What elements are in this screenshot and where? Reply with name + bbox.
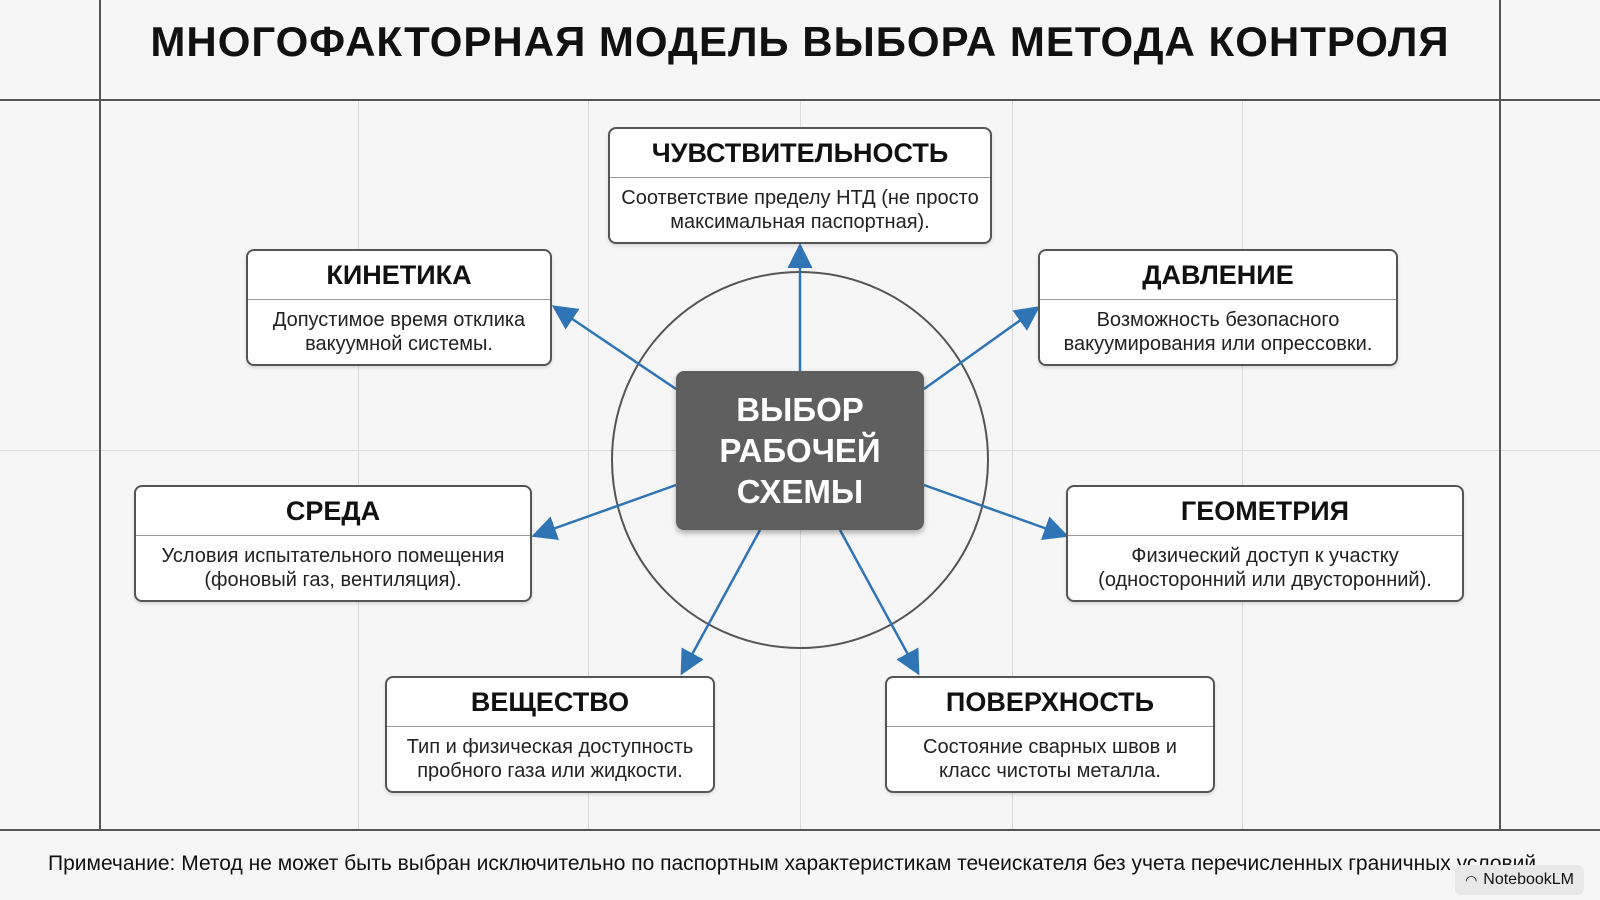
arrow-to-geometry bbox=[923, 483, 1069, 541]
factor-environment: СРЕДА Условия испытательного помещения (… bbox=[134, 485, 532, 602]
frame-line bbox=[0, 829, 1600, 831]
factor-title: КИНЕТИКА bbox=[248, 251, 550, 300]
factor-title: ГЕОМЕТРИЯ bbox=[1068, 487, 1462, 536]
frame-line bbox=[99, 0, 101, 830]
center-node: ВЫБОР РАБОЧЕЙ СХЕМЫ bbox=[676, 371, 924, 530]
arrow-to-environment bbox=[531, 483, 677, 541]
page-title: МНОГОФАКТОРНАЯ МОДЕЛЬ ВЫБОРА МЕТОДА КОНТ… bbox=[150, 18, 1450, 65]
factor-description: Допустимое время отклика вакуумной систе… bbox=[272, 309, 526, 355]
factor-description: Физический доступ к участку (односторонн… bbox=[1098, 545, 1432, 591]
factor-description: Состояние сварных швов и класс чистоты м… bbox=[923, 736, 1177, 782]
footnote: Примечание: Метод не может быть выбран и… bbox=[48, 852, 1542, 875]
grid-line bbox=[588, 100, 589, 830]
factor-title: ПОВЕРХНОСТЬ bbox=[887, 678, 1213, 727]
factor-sensitivity: ЧУВСТВИТЕЛЬНОСТЬ Соответствие пределу НТ… bbox=[608, 127, 992, 244]
factor-description: Условия испытательного помещения (фоновы… bbox=[161, 545, 505, 591]
factor-description: Возможность безопасного вакуумирования и… bbox=[1063, 309, 1373, 355]
frame-line bbox=[0, 99, 1600, 101]
factor-kinetics: КИНЕТИКА Допустимое время отклика вакуум… bbox=[246, 249, 552, 366]
grid-line bbox=[1242, 100, 1243, 830]
factor-title: ВЕЩЕСТВО bbox=[387, 678, 713, 727]
factor-geometry: ГЕОМЕТРИЯ Физический доступ к участку (о… bbox=[1066, 485, 1464, 602]
factor-surface: ПОВЕРХНОСТЬ Состояние сварных швов и кла… bbox=[885, 676, 1215, 793]
badge-label: NotebookLM bbox=[1483, 871, 1574, 888]
factor-description: Соответствие пределу НТД (не просто макс… bbox=[621, 187, 979, 233]
factor-title: СРЕДА bbox=[136, 487, 530, 536]
factor-title: ЧУВСТВИТЕЛЬНОСТЬ bbox=[610, 129, 990, 178]
grid-line bbox=[1012, 100, 1013, 830]
factor-title: ДАВЛЕНИЕ bbox=[1040, 251, 1396, 300]
factor-pressure: ДАВЛЕНИЕ Возможность безопасного вакууми… bbox=[1038, 249, 1398, 366]
notebooklm-badge: ◠ NotebookLM bbox=[1455, 865, 1584, 895]
arrow-to-kinetics bbox=[551, 305, 677, 391]
arrow-to-pressure bbox=[923, 306, 1041, 391]
notebooklm-logo-icon: ◠ bbox=[1465, 872, 1478, 888]
factor-description: Тип и физическая доступность пробного га… bbox=[406, 736, 694, 782]
arrow-to-substance bbox=[680, 529, 762, 676]
frame-line bbox=[1499, 0, 1501, 830]
factor-substance: ВЕЩЕСТВО Тип и физическая доступность пр… bbox=[385, 676, 715, 793]
grid-line bbox=[358, 100, 359, 830]
arrow-to-surface bbox=[838, 529, 920, 676]
